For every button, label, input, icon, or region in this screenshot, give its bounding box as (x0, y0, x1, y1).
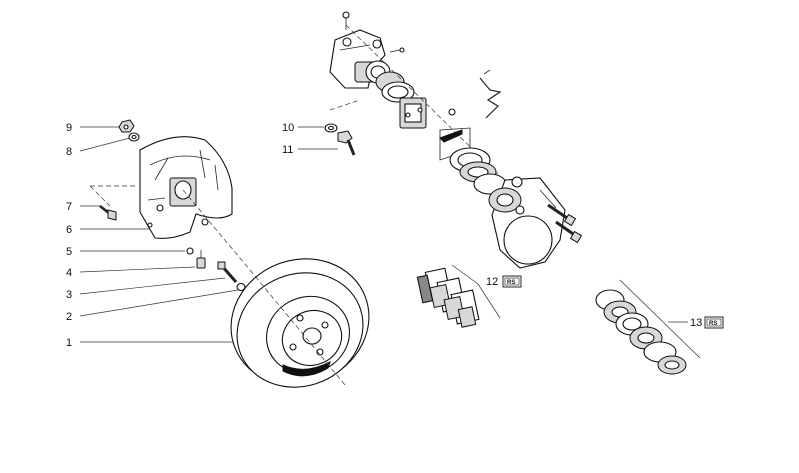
leader-4 (79, 266, 196, 273)
callout-13[interactable]: 13 RS (668, 316, 724, 329)
nut-9[interactable] (118, 119, 135, 133)
middle-seal-set[interactable] (439, 127, 507, 195)
upper-seals[interactable] (381, 81, 427, 129)
callout-8[interactable]: 8 (66, 137, 131, 158)
callout-5[interactable]: 5 (66, 246, 185, 258)
callout-7[interactable]: 7 (66, 201, 100, 213)
leader-12b (477, 283, 501, 319)
leader-3 (79, 277, 226, 295)
rs-badge-12-text: RS (507, 280, 515, 286)
bleed-valve[interactable] (448, 108, 456, 116)
leader-8 (79, 137, 131, 152)
callout-2[interactable]: 2 (66, 289, 239, 323)
leader-12a (451, 264, 479, 285)
callout-11-label: 11 (282, 144, 293, 156)
screw-5[interactable] (186, 247, 194, 255)
callout-4-label: 4 (66, 267, 72, 279)
leader-2 (79, 289, 239, 317)
screw-4[interactable] (196, 250, 206, 269)
rs-badge-13 (704, 316, 724, 329)
callout-5-label: 5 (66, 246, 72, 258)
caliper-bolt-upper[interactable] (547, 203, 577, 227)
washer-10[interactable] (324, 123, 338, 133)
rs-badge-12 (502, 275, 522, 288)
callout-2-label: 2 (66, 311, 72, 323)
caliper-bolt-lower[interactable] (555, 220, 583, 244)
rs-badge-13-text: RS (709, 321, 717, 327)
brake-disc[interactable] (212, 238, 388, 406)
brake-caliper[interactable] (488, 176, 566, 269)
callout-1[interactable]: 1 (66, 337, 240, 349)
callout-12-label: 12 (486, 276, 498, 288)
washer-2[interactable] (236, 282, 246, 292)
callout-6-label: 6 (66, 224, 72, 236)
bolt-3[interactable] (217, 261, 238, 283)
callout-3[interactable]: 3 (66, 277, 226, 301)
callout-10[interactable]: 10 (282, 122, 324, 134)
washer-8[interactable] (128, 132, 140, 142)
callout-1-label: 1 (66, 337, 72, 349)
callout-8-label: 8 (66, 146, 72, 158)
callout-9[interactable]: 9 (66, 122, 120, 134)
axis-disc (249, 269, 346, 386)
bolt-11[interactable] (337, 130, 356, 156)
callout-4[interactable]: 4 (66, 266, 196, 279)
callout-11[interactable]: 11 (282, 144, 338, 156)
axis-shield (182, 189, 251, 271)
brake-pads-set[interactable] (416, 267, 480, 328)
callout-13-label: 13 (690, 317, 702, 329)
caliper-repair-kit[interactable] (595, 289, 687, 375)
callout-7-label: 7 (66, 201, 72, 213)
callout-9-label: 9 (66, 122, 72, 134)
leader-13a (619, 279, 701, 359)
callout-12[interactable]: 12 RS (486, 275, 522, 288)
retaining-clip[interactable] (479, 69, 502, 119)
callout-3-label: 3 (66, 289, 72, 301)
dust-shield[interactable] (139, 136, 233, 239)
axis-7b (89, 185, 111, 207)
bolt-7[interactable] (99, 205, 117, 221)
small-pin[interactable] (389, 47, 405, 53)
callout-6[interactable]: 6 (66, 224, 160, 236)
axis-10 (329, 99, 361, 111)
callout-10-label: 10 (282, 122, 294, 134)
